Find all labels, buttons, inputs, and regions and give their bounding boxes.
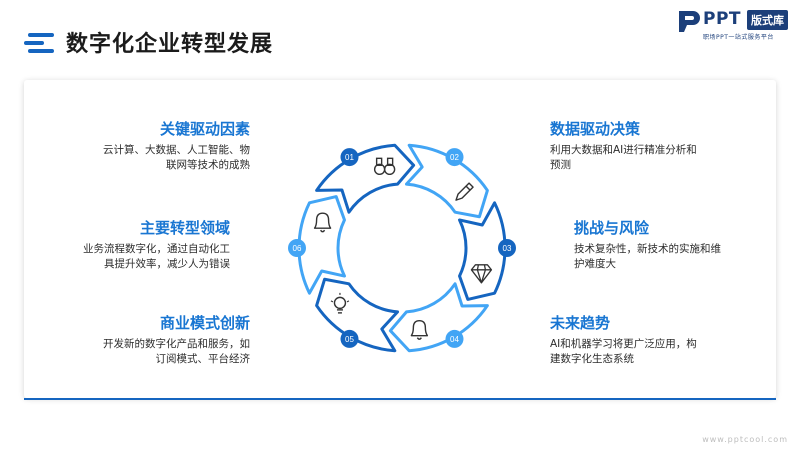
item-business-model: 商业模式创新 开发新的数字化产品和服务，如订阅模式、平台经济 [70,312,250,367]
item-future: 未来趋势 AI和机器学习将更广泛应用，构建数字化生态系统 [550,312,730,367]
pencil-icon [455,182,474,201]
item-title: 挑战与风险 [574,219,650,237]
logo-badge: 版式库 [747,10,788,30]
content-panel [24,80,776,398]
page-title: 数字化企业转型发展 [66,32,274,57]
item-title: 关键驱动因素 [159,120,250,138]
item-desc: 技术复杂性，新技术的实施和维护难度大 [574,243,721,270]
cycle-segment [458,201,507,301]
item-desc: 利用大数据和AI进行精准分析和预测 [550,144,697,171]
cycle-segment [315,277,400,353]
bell-icon [313,212,332,233]
panel-bottom-line [24,398,776,400]
diamond-icon [470,264,493,284]
item-desc: 业务流程数字化，通过自动化工具提升效率，减少人为错误 [83,243,230,270]
cycle-segment [388,282,489,353]
logo-mark-icon [679,11,700,32]
step-number-badge [288,239,306,257]
cycle-diagram: 01 02 03 04 05 06 [288,143,516,353]
step-number: 01 [345,153,354,162]
step-number-badge [340,148,359,167]
step-number: 04 [450,335,459,344]
item-main-areas: 主要转型领域 业务流程数字化，通过自动化工具提升效率，减少人为错误 [50,217,230,272]
cycle-segment [297,195,346,295]
item-desc: AI和机器学习将更广泛应用，构建数字化生态系统 [550,338,697,365]
binoculars-icon [373,157,396,176]
item-data-driven: 数据驱动决策 利用大数据和AI进行精准分析和预测 [550,118,730,173]
step-number: 06 [293,244,302,253]
step-number: 05 [345,335,354,344]
step-number: 02 [450,153,459,162]
item-title: 未来趋势 [550,314,611,332]
item-desc: 云计算、大数据、人工智能、物联网等技术的成熟 [103,144,250,171]
step-number-badge [445,148,464,167]
item-title: 主要转型领域 [139,219,230,237]
watermark: www.pptcool.com [702,435,788,444]
lightbulb-icon [330,292,350,314]
item-desc: 开发新的数字化产品和服务，如订阅模式、平台经济 [103,338,250,365]
item-key-drivers: 关键驱动因素 云计算、大数据、人工智能、物联网等技术的成熟 [70,118,250,173]
logo-text: PPT [703,9,742,29]
bell-icon [410,319,429,340]
step-number-badge [445,329,464,348]
item-challenges: 挑战与风险 技术复杂性，新技术的实施和维护难度大 [574,217,754,272]
step-number-badge [340,329,359,348]
item-title: 商业模式创新 [159,314,250,332]
title-bars-icon [24,33,56,55]
cycle-segment [315,143,416,214]
logo-tagline: 职场PPT一站式服务平台 [703,34,774,41]
cycle-segment [404,143,489,219]
brand-logo: PPT 版式库 职场PPT一站式服务平台 [676,8,794,41]
step-number: 03 [503,244,512,253]
step-number-badge [498,239,516,257]
item-title: 数据驱动决策 [550,120,641,138]
